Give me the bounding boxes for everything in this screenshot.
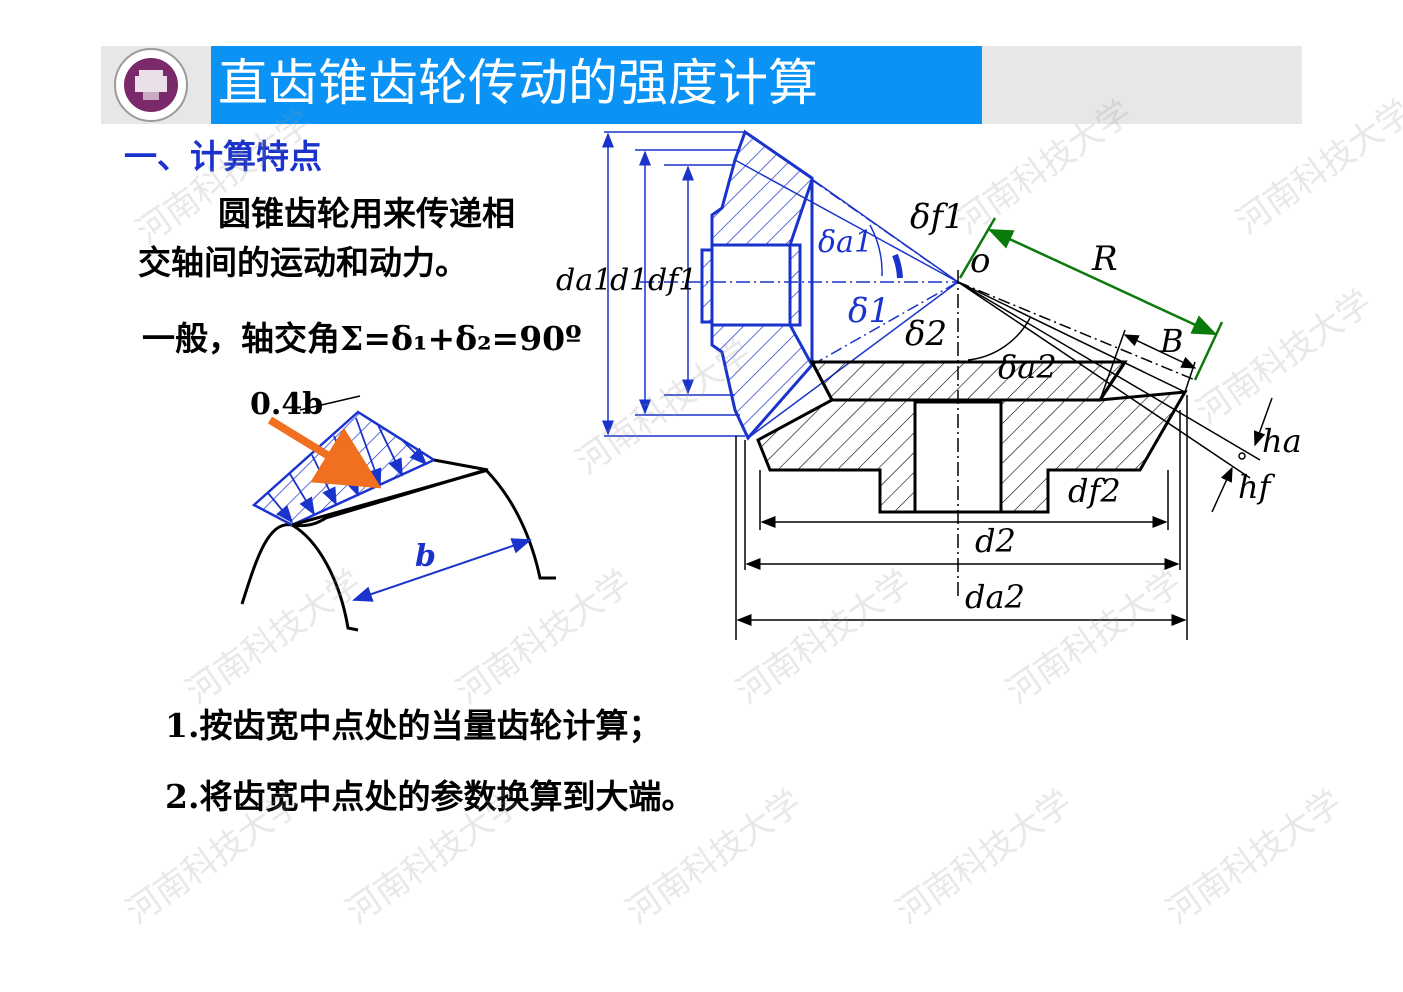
label-delta-a1: δa1 (818, 225, 873, 260)
label-b: b (415, 539, 436, 574)
title-box (211, 46, 982, 124)
label-df2: df2 (1068, 472, 1121, 510)
point-2: 2.将齿宽中点处的参数换算到大端。 (165, 777, 695, 816)
intro-line-2: 交轴间的运动和动力。 (138, 243, 468, 282)
label-delta-a2: δa2 (998, 348, 1057, 386)
label-d2: d2 (975, 522, 1016, 560)
label-d1: d1 (610, 263, 648, 298)
label-R: R (1091, 239, 1118, 279)
label-0-4b: 0.4b (250, 387, 323, 422)
shaft-angle-formula: 一般，轴交角Σ=δ₁+δ₂=90º (142, 319, 582, 358)
label-da2: da2 (965, 578, 1025, 616)
label-delta-1: δ1 (848, 291, 890, 331)
tooth-load-figure (240, 395, 556, 632)
label-delta-f1: δf1 (910, 197, 965, 237)
label-B: B (1159, 322, 1184, 360)
point-1: 1.按齿宽中点处的当量齿轮计算； (165, 706, 662, 745)
section-heading: 一、计算特点 (124, 137, 322, 176)
bevel-gear-pair-drawing (602, 129, 1273, 640)
intro-line-1: 圆锥齿轮用来传递相 (218, 194, 515, 233)
university-seal-icon (103, 46, 199, 124)
page-title: 直齿锥齿轮传动的强度计算 (218, 54, 818, 112)
label-da1: da1 (556, 263, 612, 298)
label-apex-o: o (970, 241, 990, 281)
label-df1: df1 (648, 263, 697, 298)
label-hf: hf (1238, 468, 1276, 506)
label-ha: ha (1262, 422, 1302, 460)
label-delta-2: δ2 (905, 314, 947, 354)
